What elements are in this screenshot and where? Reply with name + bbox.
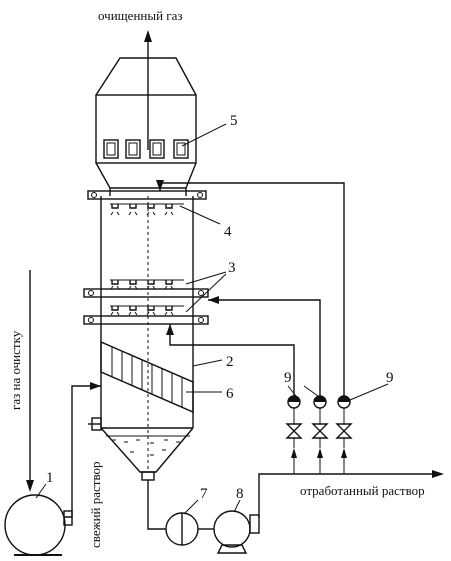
spent-solution-label: отработанный раствор — [300, 483, 425, 498]
column-shell — [100, 196, 194, 470]
spray-nozzles-middle — [110, 279, 184, 290]
flow-meters — [287, 395, 351, 424]
column-hood — [95, 57, 197, 196]
callout-leaders — [35, 123, 389, 515]
drain-line — [147, 480, 214, 530]
column-cone-bottom — [100, 427, 194, 481]
lower-spray-flange — [83, 315, 209, 325]
packing-section — [100, 340, 194, 414]
callout-2: 2 — [226, 354, 234, 370]
clean-gas-outlet-arrow — [144, 30, 152, 150]
callout-5: 5 — [230, 113, 238, 129]
callout-9-right: 9 — [386, 370, 394, 386]
callout-4: 4 — [224, 224, 232, 240]
callout-1: 1 — [46, 470, 54, 486]
callout-3: 3 — [228, 260, 236, 276]
spray-nozzles-upper — [110, 203, 184, 216]
upper-spray-flange — [87, 190, 207, 200]
callout-6: 6 — [226, 386, 234, 402]
pump-discharge-line — [258, 470, 444, 518]
demister-cartridges — [103, 139, 189, 159]
spray-nozzles-lower — [110, 305, 184, 316]
fresh-solution-inlet — [88, 417, 102, 431]
clean-gas-label: очищенный газ — [98, 8, 183, 23]
middle-spray-flange — [83, 288, 209, 298]
recirculation-header — [291, 448, 347, 474]
filter-unit — [165, 512, 199, 546]
gas-feed-line — [26, 270, 101, 518]
callout-9-left: 9 — [284, 370, 292, 386]
gas-blower — [4, 494, 73, 556]
fresh-solution-label: свежий раствор — [88, 461, 103, 548]
control-valves — [285, 423, 353, 448]
gas-in-label: газ на очистку — [8, 330, 23, 410]
callout-7: 7 — [200, 486, 208, 502]
callout-8: 8 — [236, 486, 244, 502]
circulation-pump — [213, 510, 260, 554]
spray-riser-lines — [156, 180, 345, 396]
